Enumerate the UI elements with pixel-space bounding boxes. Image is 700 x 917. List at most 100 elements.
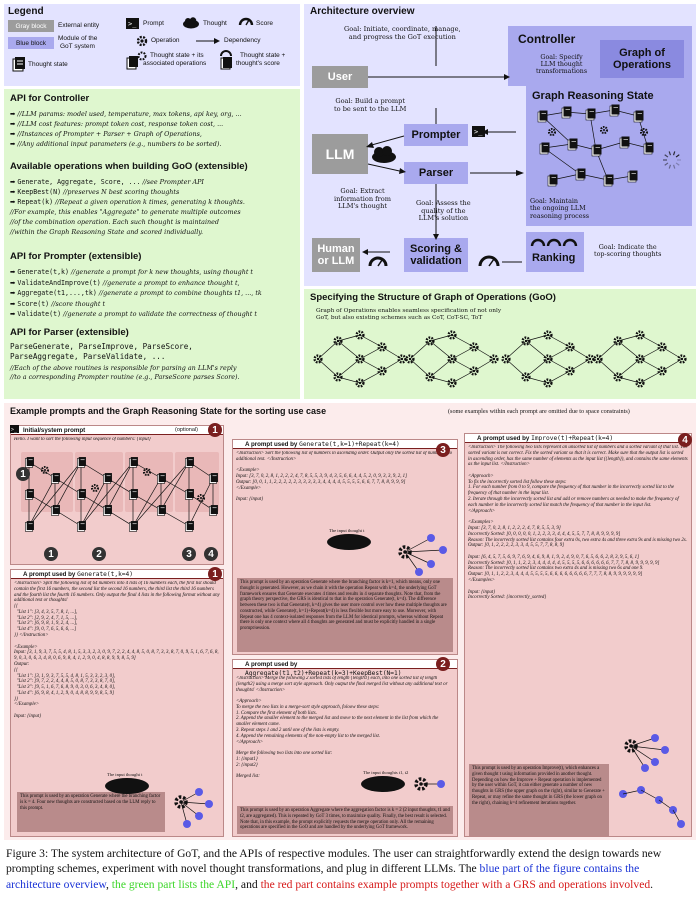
api-ops-line-5: //of the combination operation. Each suc… — [10, 218, 219, 226]
grs-thought-state — [629, 170, 638, 181]
api-comment: //LLM params: model used, temperature, m… — [17, 110, 242, 118]
goo-operation-gear-hub — [616, 375, 620, 379]
api-comment: //For example, this enables "Aggregate" … — [10, 208, 241, 216]
grs-operation-gear — [639, 127, 649, 137]
input-thought-label: The input thought t — [107, 772, 143, 777]
sort-grs-edge — [132, 461, 190, 527]
sort-operation-gear — [40, 465, 50, 475]
input-thought-cloud — [327, 534, 371, 550]
goo-operation-gear — [333, 372, 343, 382]
api-parser-code-1: ParseGenerate, ParseImprove, ParseScore, — [10, 342, 193, 351]
goo-edge — [525, 358, 549, 378]
goal-prompter-2: to be sent to the LLM — [334, 104, 407, 113]
goo-operation-gear — [355, 330, 365, 340]
sort-thought-state — [130, 457, 138, 467]
grs-block — [526, 86, 692, 226]
legend-operation: Operation — [151, 37, 180, 44]
api-ops-line-3: ➡ Repeat(k) //Repeat a given operation k… — [10, 198, 245, 206]
goo-operation-gear — [677, 354, 687, 364]
ranking-block — [526, 232, 584, 272]
grs-progress-icon — [672, 151, 676, 156]
legend-prompt: Prompt — [143, 20, 164, 27]
sort-operation-gear-hub — [43, 468, 47, 472]
prompt-4-box: A prompt used by Improve(t)+Repeat(k=4) … — [464, 433, 692, 837]
sort-thought-state — [26, 489, 34, 499]
goal-prompter: Goal: Build a prompt to be sent to the L… — [334, 97, 407, 113]
or-llm-label: or LLM — [317, 255, 355, 267]
badge-prompt-1: 1 — [208, 567, 222, 581]
improve-thought-node — [641, 764, 649, 772]
goal-scoring-3: LLM's solution — [418, 214, 469, 223]
goal-ranking: Goal: Indicate the top-scoring thoughts — [594, 243, 661, 259]
sort-thought-state — [130, 521, 138, 531]
goo-operation-gear-hub — [680, 357, 684, 361]
grs-operation-gear-hub — [642, 130, 646, 134]
grs-thought-state — [563, 106, 572, 117]
goo-operation-gear — [469, 342, 479, 352]
goal-parser-1: Goal: Extract — [340, 187, 385, 195]
prompt-4-bar: A prompt used by Improve(t)+Repeat(k=4) — [465, 434, 691, 443]
svg-text:>_: >_ — [128, 20, 137, 28]
mini-thought-node — [439, 546, 447, 554]
prompt-icon-init: >_ — [10, 425, 19, 433]
examples-panel: Example prompts and the Graph Reasoning … — [4, 403, 696, 840]
mini-edge — [404, 551, 432, 565]
goo-operation-gear-hub — [472, 345, 476, 349]
grs-progress-icon — [668, 151, 672, 156]
grs-thought-state — [577, 168, 586, 179]
parser-block: Parser — [404, 162, 468, 184]
goo-operation-gear — [377, 342, 387, 352]
api-comment: //Any additional input parameters (e.g.,… — [17, 140, 222, 148]
spec-panel: Specifying the Structure of Graph of Ope… — [304, 289, 696, 399]
prompt-4-op: Improve(t)+Repeat(k=4) — [531, 435, 614, 442]
prompt-3-box: A prompt used by Generate(t,k=1)+Repeat(… — [232, 439, 458, 655]
grs-progress-icon — [675, 154, 680, 158]
caption-red: the red part contains example prompts to… — [260, 877, 651, 891]
goo-operation-gear — [635, 330, 645, 340]
goo-operation-gear — [613, 336, 623, 346]
goal-parser-3: LLM's thought — [337, 202, 388, 211]
goo-operation-gear — [447, 354, 457, 364]
legend-title: Legend — [8, 6, 44, 17]
api-code: ValidateAndImprove(t) — [17, 278, 101, 287]
api-comment: //Instances of Prompter + Parser + Graph… — [17, 130, 202, 138]
grs-thought-state — [549, 174, 558, 185]
initial-prompt-box: Initial/system prompt (optional) Hello. … — [10, 425, 224, 565]
sort-operation-gear-hub — [199, 496, 203, 500]
goo-edge — [617, 340, 641, 360]
goo-operation-gear — [469, 366, 479, 376]
goo-operation-gear-hub — [616, 339, 620, 343]
prompt-3-note: This prompt is used by an operation Gene… — [237, 578, 453, 652]
legend-thought-state-ops-2: associated operations — [143, 60, 207, 67]
sort-thought-state — [52, 473, 60, 483]
ranking-label: Ranking — [532, 252, 576, 264]
caption-green: the green part lists the API — [111, 877, 236, 891]
svg-text:>_: >_ — [11, 427, 18, 433]
legend-score: Score — [256, 20, 273, 27]
sort-thought-state — [186, 521, 194, 531]
spec-desc-2: GoT, but also existing schemes such as C… — [316, 314, 483, 321]
api-parser-comment-2: //to a corresponding Prompter routine (e… — [10, 373, 240, 381]
goo-operation-gear-hub — [546, 333, 550, 337]
goo-operation-gear — [355, 354, 365, 364]
sort-thought-state — [104, 505, 112, 515]
sort-thought-state — [158, 473, 166, 483]
goo-operation-gear-hub — [336, 339, 340, 343]
badge-grs-1b: 1 — [44, 547, 58, 561]
prompt-2-grs-mini: The input thoughts t1, t2 — [361, 770, 445, 792]
prompt-1-op: Generate(t,k=4) — [77, 571, 133, 578]
api-controller-line-1: ➡ //LLM params: model used, temperature,… — [10, 110, 242, 118]
mini-edge — [404, 551, 420, 573]
goal-controller-2: and progress the GoT execution — [348, 32, 456, 41]
goo-operation-gear-hub — [638, 333, 642, 337]
mini-thought-node — [427, 534, 435, 542]
llm-block: LLM — [312, 134, 368, 174]
goo-operation-gear — [425, 336, 435, 346]
api-comment: //preserves N best scoring thoughts — [61, 188, 180, 196]
goo-operation-gear — [377, 366, 387, 376]
bullet-arrow-icon: ➡ — [10, 188, 18, 196]
mini-thought-node — [195, 812, 203, 820]
operation-icon — [136, 35, 148, 47]
bullet-arrow-icon: ➡ — [10, 198, 18, 206]
legend-gray-block: Gray block — [8, 20, 54, 32]
